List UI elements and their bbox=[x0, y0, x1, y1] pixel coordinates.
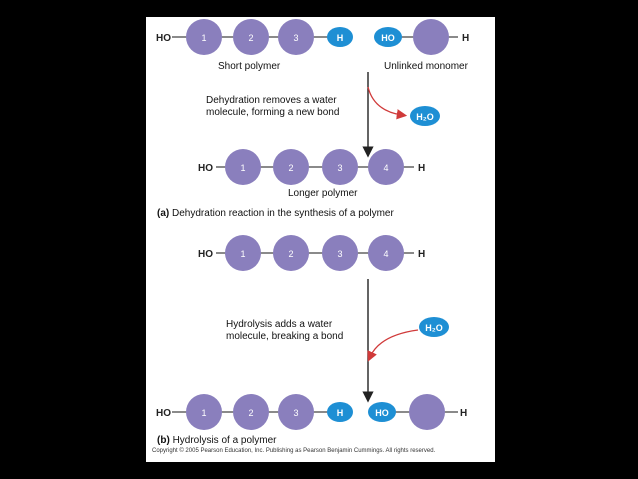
monomer-3 bbox=[322, 235, 358, 271]
monomer-2-label: 2 bbox=[288, 163, 293, 173]
copyright-notice: Copyright © 2005 Pearson Education, Inc.… bbox=[152, 448, 436, 454]
caption-b-letter: (b) bbox=[157, 435, 170, 446]
monomer-3-label: 3 bbox=[293, 408, 298, 418]
monomer-3 bbox=[278, 19, 314, 55]
monomer-2 bbox=[233, 394, 269, 430]
monomer-2 bbox=[273, 149, 309, 185]
dehydration-text-line1: Dehydration removes a water bbox=[206, 95, 337, 106]
monomer-2-label: 2 bbox=[248, 408, 253, 418]
dehydration-text-line2: molecule, forming a new bond bbox=[206, 107, 340, 118]
hydrogen-cap bbox=[327, 402, 353, 422]
ho-group: HO bbox=[156, 33, 171, 44]
caption-b-text: Hydrolysis of a polymer bbox=[172, 435, 277, 446]
monomer-2-label: 2 bbox=[288, 249, 293, 259]
water-label-b: H₂O bbox=[425, 323, 443, 333]
hydrolysis-text-line1: Hydrolysis adds a water bbox=[226, 319, 333, 330]
h-group: H bbox=[462, 33, 469, 44]
h-group: H bbox=[460, 408, 467, 419]
short-polymer-chain: HO 1 2 3 H bbox=[156, 19, 353, 55]
unlinked-monomer-label: Unlinked monomer bbox=[384, 61, 468, 72]
monomer-1 bbox=[186, 19, 222, 55]
monomer-1 bbox=[225, 235, 261, 271]
caption-a-text: Dehydration reaction in the synthesis of… bbox=[172, 208, 394, 219]
h-group: H bbox=[418, 249, 425, 260]
hydrogen-cap-label: H bbox=[337, 408, 344, 418]
longer-polymer-chain: HO 1 2 3 4 H bbox=[198, 149, 425, 185]
monomer-4 bbox=[368, 149, 404, 185]
water-add-arrow bbox=[367, 329, 419, 362]
caption-a-letter: (a) bbox=[157, 208, 170, 219]
ho-cap-label: HO bbox=[375, 408, 389, 418]
monomer-1-label: 1 bbox=[201, 408, 206, 418]
hydrolysis-products-monomer: HO H bbox=[368, 394, 467, 430]
monomer-3 bbox=[322, 149, 358, 185]
water-label-a: H₂O bbox=[416, 112, 434, 122]
water-molecule-a bbox=[410, 106, 440, 126]
monomer-4-label: 4 bbox=[383, 163, 388, 173]
monomer-1 bbox=[186, 394, 222, 430]
monomer-4-label: 4 bbox=[383, 249, 388, 259]
caption-b: (b) Hydrolysis of a polymer bbox=[157, 435, 276, 446]
monomer-3 bbox=[278, 394, 314, 430]
monomer-1 bbox=[225, 149, 261, 185]
ho-group: HO bbox=[156, 408, 171, 419]
free-monomer bbox=[409, 394, 445, 430]
monomer-1-label: 1 bbox=[240, 163, 245, 173]
ho-cap-label: HO bbox=[381, 33, 395, 43]
hydrolysis-polymer-chain: HO 1 2 3 4 H bbox=[198, 235, 425, 271]
ho-cap bbox=[374, 27, 402, 47]
hydrolysis-products-polymer: HO 1 2 3 H bbox=[156, 394, 353, 430]
ho-group: HO bbox=[198, 249, 213, 260]
monomer-3-label: 3 bbox=[337, 163, 342, 173]
diagram-svg: HO 1 2 3 H HO H H₂O HO 1 bbox=[156, 19, 469, 430]
h-group: H bbox=[418, 163, 425, 174]
ho-cap bbox=[368, 402, 396, 422]
short-polymer-label: Short polymer bbox=[218, 61, 281, 72]
monomer-2 bbox=[233, 19, 269, 55]
ho-group: HO bbox=[198, 163, 213, 174]
diagram-panel: HO 1 2 3 H HO H H₂O HO 1 bbox=[146, 17, 495, 462]
monomer-4 bbox=[368, 235, 404, 271]
unlinked-monomer: HO H bbox=[374, 19, 469, 55]
hydrogen-cap-label: H bbox=[337, 33, 344, 43]
monomer-3-label: 3 bbox=[337, 249, 342, 259]
monomer-2-label: 2 bbox=[248, 33, 253, 43]
monomer-2 bbox=[273, 235, 309, 271]
monomer-1-label: 1 bbox=[240, 249, 245, 259]
longer-polymer-label: Longer polymer bbox=[288, 188, 358, 199]
hydrolysis-text-line2: molecule, breaking a bond bbox=[226, 331, 344, 342]
caption-a: (a) Dehydration reaction in the synthesi… bbox=[157, 208, 394, 219]
free-monomer bbox=[413, 19, 449, 55]
water-molecule-b bbox=[419, 317, 449, 337]
monomer-3-label: 3 bbox=[293, 33, 298, 43]
hydrogen-cap bbox=[327, 27, 353, 47]
water-release-arrow bbox=[367, 86, 408, 120]
monomer-1-label: 1 bbox=[201, 33, 206, 43]
